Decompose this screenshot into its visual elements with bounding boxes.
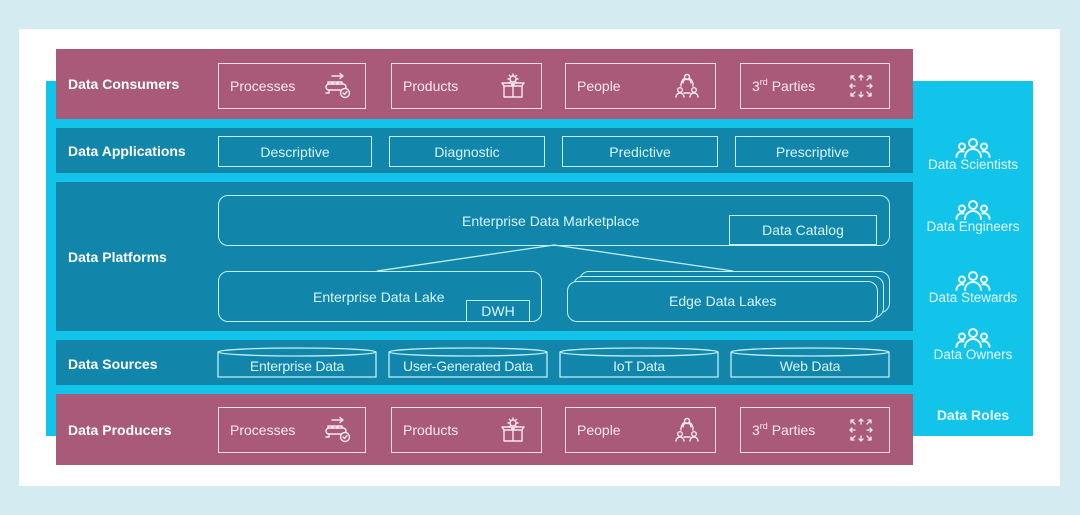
application-descriptive: Descriptive	[218, 136, 372, 167]
box-label: 3rd Parties	[752, 77, 816, 94]
arrows-expand-icon	[849, 74, 873, 98]
role-data-scientists: Data Scientists	[913, 137, 1033, 172]
group-icon	[955, 200, 991, 220]
consumer-processes: Processes	[218, 63, 366, 109]
layer-label: Data Consumers	[68, 76, 180, 92]
layer-label: Data Applications	[68, 143, 186, 159]
application-predictive: Predictive	[562, 136, 718, 167]
producer-people: People	[565, 407, 716, 453]
group-icon	[955, 328, 991, 348]
source-iot-data: IoT Data	[559, 347, 719, 379]
database-cylinder-icon	[559, 347, 719, 378]
consumer-products: Products	[391, 63, 542, 109]
role-label: Data Owners	[933, 347, 1013, 362]
database-cylinder-icon	[388, 347, 548, 378]
source-enterprise-data: Enterprise Data	[217, 347, 377, 379]
data-lake-label: Enterprise Data Lake	[313, 289, 445, 305]
role-label: Data Scientists	[927, 157, 1019, 172]
box-label: Products	[403, 78, 459, 94]
gear-box-icon	[501, 72, 525, 98]
dwh: DWH	[466, 300, 530, 322]
producer-3rd-parties: 3rd Parties	[740, 407, 890, 453]
box-label: 3rd Parties	[752, 421, 816, 438]
source-user-generated-data: User-Generated Data	[388, 347, 548, 379]
consumer-3rd-parties: 3rd Parties	[740, 63, 890, 109]
source-label: Enterprise Data	[249, 358, 345, 374]
role-label: Data Engineers	[926, 219, 1020, 234]
conveyor-process-icon	[325, 72, 351, 99]
layer-data-consumers: Data Consumers Processes Products People…	[56, 49, 913, 119]
layer-data-producers: Data Producers Processes Products People…	[56, 394, 913, 465]
layer-label: Data Producers	[68, 422, 172, 438]
box-label: People	[577, 78, 621, 94]
source-label: IoT Data	[613, 358, 665, 374]
conveyor-process-icon	[325, 416, 351, 443]
group-icon	[955, 138, 991, 158]
edge-label: Edge Data Lakes	[669, 293, 777, 309]
producer-products: Products	[391, 407, 542, 453]
arrows-expand-icon	[849, 418, 873, 442]
box-label: Processes	[230, 422, 296, 438]
gear-box-icon	[501, 416, 525, 442]
role-data-stewards: Data Stewards	[913, 270, 1033, 305]
enterprise-data-lake: Enterprise Data Lake	[218, 271, 542, 322]
edge-data-lakes: Edge Data Lakes	[567, 281, 878, 322]
source-label: User-Generated Data	[402, 358, 534, 374]
box-label: Processes	[230, 78, 296, 94]
data-catalog: Data Catalog	[729, 215, 877, 245]
group-icon	[955, 271, 991, 291]
marketplace-label: Enterprise Data Marketplace	[462, 213, 640, 229]
layer-data-applications: Data Applications Descriptive Diagnostic…	[56, 128, 913, 173]
source-label: Web Data	[779, 358, 841, 374]
database-cylinder-icon	[217, 347, 377, 378]
role-label: Data Stewards	[928, 290, 1018, 305]
box-label: People	[577, 422, 621, 438]
consumer-people: People	[565, 63, 716, 109]
application-diagnostic: Diagnostic	[389, 136, 545, 167]
layer-label: Data Platforms	[68, 249, 167, 265]
people-network-icon	[675, 417, 699, 442]
producer-processes: Processes	[218, 407, 366, 453]
application-prescriptive: Prescriptive	[735, 136, 890, 167]
source-web-data: Web Data	[730, 347, 890, 379]
people-network-icon	[675, 73, 699, 98]
role-data-owners: Data Owners	[913, 327, 1033, 362]
layer-label: Data Sources	[68, 356, 158, 372]
data-roles-title: Data Roles	[936, 407, 1010, 423]
database-cylinder-icon	[730, 347, 890, 378]
role-data-engineers: Data Engineers	[913, 199, 1033, 234]
box-label: Products	[403, 422, 459, 438]
